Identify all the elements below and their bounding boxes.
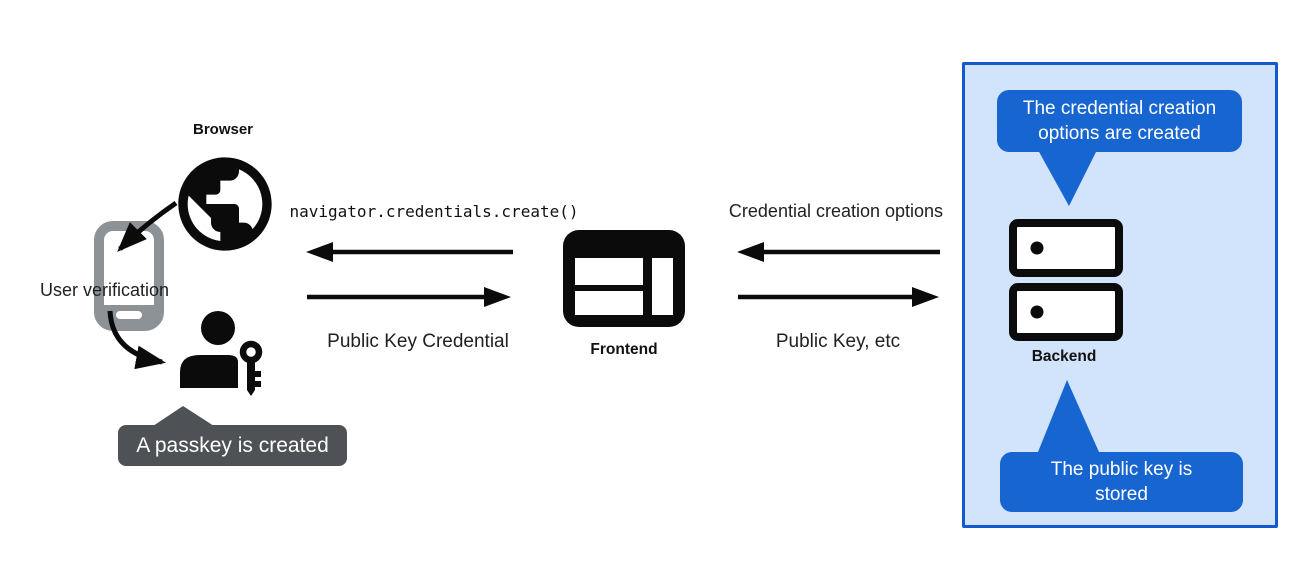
- curved-flow-arrows: [107, 200, 178, 370]
- user-verification-label: User verification: [40, 280, 170, 300]
- api-call-label: navigator.credentials.create(): [289, 202, 579, 221]
- frontend-label: Frontend: [590, 341, 658, 358]
- server-icon: [1009, 219, 1123, 341]
- credential-creation-options-label: Credential creation options: [728, 201, 944, 221]
- arrow-backend-to-frontend: [737, 242, 940, 262]
- user-key-icon: [180, 311, 263, 396]
- stored-tooltip-tail: [1038, 380, 1099, 452]
- browser-label: Browser: [192, 121, 254, 138]
- globe-icon: [178, 157, 272, 251]
- arrow-browser-to-frontend: [307, 287, 511, 307]
- passkey-tooltip-tail: [153, 406, 214, 426]
- public-key-etc-label: Public Key, etc: [775, 331, 901, 352]
- creation-options-tooltip: The credential creation options are crea…: [997, 90, 1242, 152]
- public-key-stored-tooltip: The public key is stored: [1000, 452, 1243, 512]
- frontend-icon: [563, 230, 685, 327]
- arrow-frontend-to-browser: [306, 242, 513, 262]
- passkey-tooltip: A passkey is created: [118, 425, 347, 466]
- backend-label: Backend: [1031, 348, 1097, 365]
- arrow-globe-to-phone: [117, 200, 178, 252]
- creation-options-tooltip-tail: [1038, 150, 1097, 206]
- arrow-phone-to-user: [107, 310, 166, 370]
- public-key-credential-label: Public Key Credential: [327, 331, 509, 352]
- arrow-frontend-to-backend: [738, 287, 939, 307]
